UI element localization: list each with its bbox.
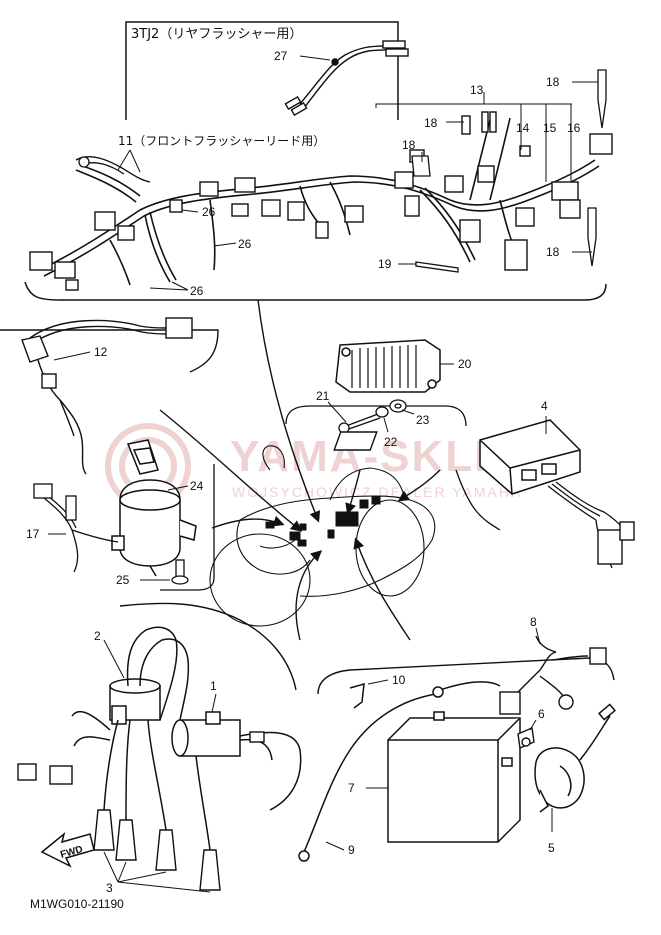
callout-3: 3 [106, 881, 113, 895]
starter-relay-lead [499, 635, 607, 715]
callout-10: 10 [392, 673, 406, 687]
drawing-code: M1WG010-21190 [30, 897, 124, 911]
bolt-washer [338, 399, 407, 434]
callout-18-top: 18 [546, 75, 560, 89]
battery-cable [298, 681, 501, 862]
starter-relay [534, 703, 616, 813]
callout-16: 16 [567, 121, 581, 135]
motorcycle-outline [209, 445, 436, 627]
ignition-coil-group: 2 1 3 FWD M1WG010-21190 [17, 602, 302, 911]
callout-1: 1 [210, 679, 217, 693]
callout-23: 23 [416, 413, 430, 427]
screw [171, 559, 189, 585]
callout-22: 22 [384, 435, 398, 449]
harness-connectors [29, 111, 613, 291]
callout-15: 15 [543, 121, 557, 135]
callout-2: 2 [94, 629, 101, 643]
silhouette-parts [265, 495, 381, 547]
callout-25: 25 [116, 573, 130, 587]
battery-group: 7 9 10 8 6 [298, 615, 616, 862]
callout-18-right: 18 [546, 245, 560, 259]
wire-harness [39, 117, 600, 286]
rear-lamp-lead [21, 317, 193, 475]
ignition-switch [111, 439, 197, 577]
callout-6: 6 [538, 707, 545, 721]
callout-13: 13 [470, 83, 484, 97]
main-harness-group: 11（フロントフラッシャーリード用） [24, 69, 613, 301]
rear-flasher-lead [284, 40, 409, 117]
plug-leads [71, 626, 302, 851]
battery [387, 711, 521, 843]
cdi-unit-group: 4 [333, 399, 635, 569]
callout-8: 8 [530, 615, 537, 629]
cdi-unit [333, 419, 581, 495]
callout-20: 20 [458, 357, 472, 371]
callout-14: 14 [516, 121, 530, 135]
callout-26-top: 26 [202, 205, 216, 219]
callout-17: 17 [26, 527, 40, 541]
callout-18-mid: 18 [402, 138, 416, 152]
callout-24: 24 [190, 479, 204, 493]
cable-ties [75, 69, 607, 273]
callout-26-mid: 26 [238, 237, 252, 251]
callout-21: 21 [316, 389, 330, 403]
inset-rear-flasher: 3TJ2（リヤフラッシャー用） 27 [125, 21, 409, 120]
callout-12: 12 [94, 345, 108, 359]
fwd-arrow: FWD [40, 831, 95, 868]
callout-9: 9 [348, 843, 355, 857]
inset-caption: 3TJ2（リヤフラッシャー用） [131, 27, 302, 42]
callout-5: 5 [548, 841, 555, 855]
lead-caption: 11（フロントフラッシャーリード用） [118, 134, 325, 148]
callout-26-bottom: 26 [190, 284, 204, 298]
group-arrows [159, 299, 441, 641]
coil-2 [109, 678, 161, 725]
main-leader-lines [149, 81, 598, 291]
ignition-group: 12 24 17 25 [0, 317, 219, 591]
coil-1 [171, 711, 241, 757]
regulator-group: 20 21 22 23 [285, 339, 472, 449]
rectifier-regulator [335, 339, 441, 393]
callout-4: 4 [541, 399, 548, 413]
callout-19: 19 [378, 257, 392, 271]
plug-caps [17, 731, 265, 891]
callout-27: 27 [274, 49, 288, 63]
fuse-holder [517, 726, 535, 750]
callout-18-left: 18 [424, 116, 438, 130]
callout-7: 7 [348, 781, 355, 795]
key-lead [33, 483, 119, 573]
